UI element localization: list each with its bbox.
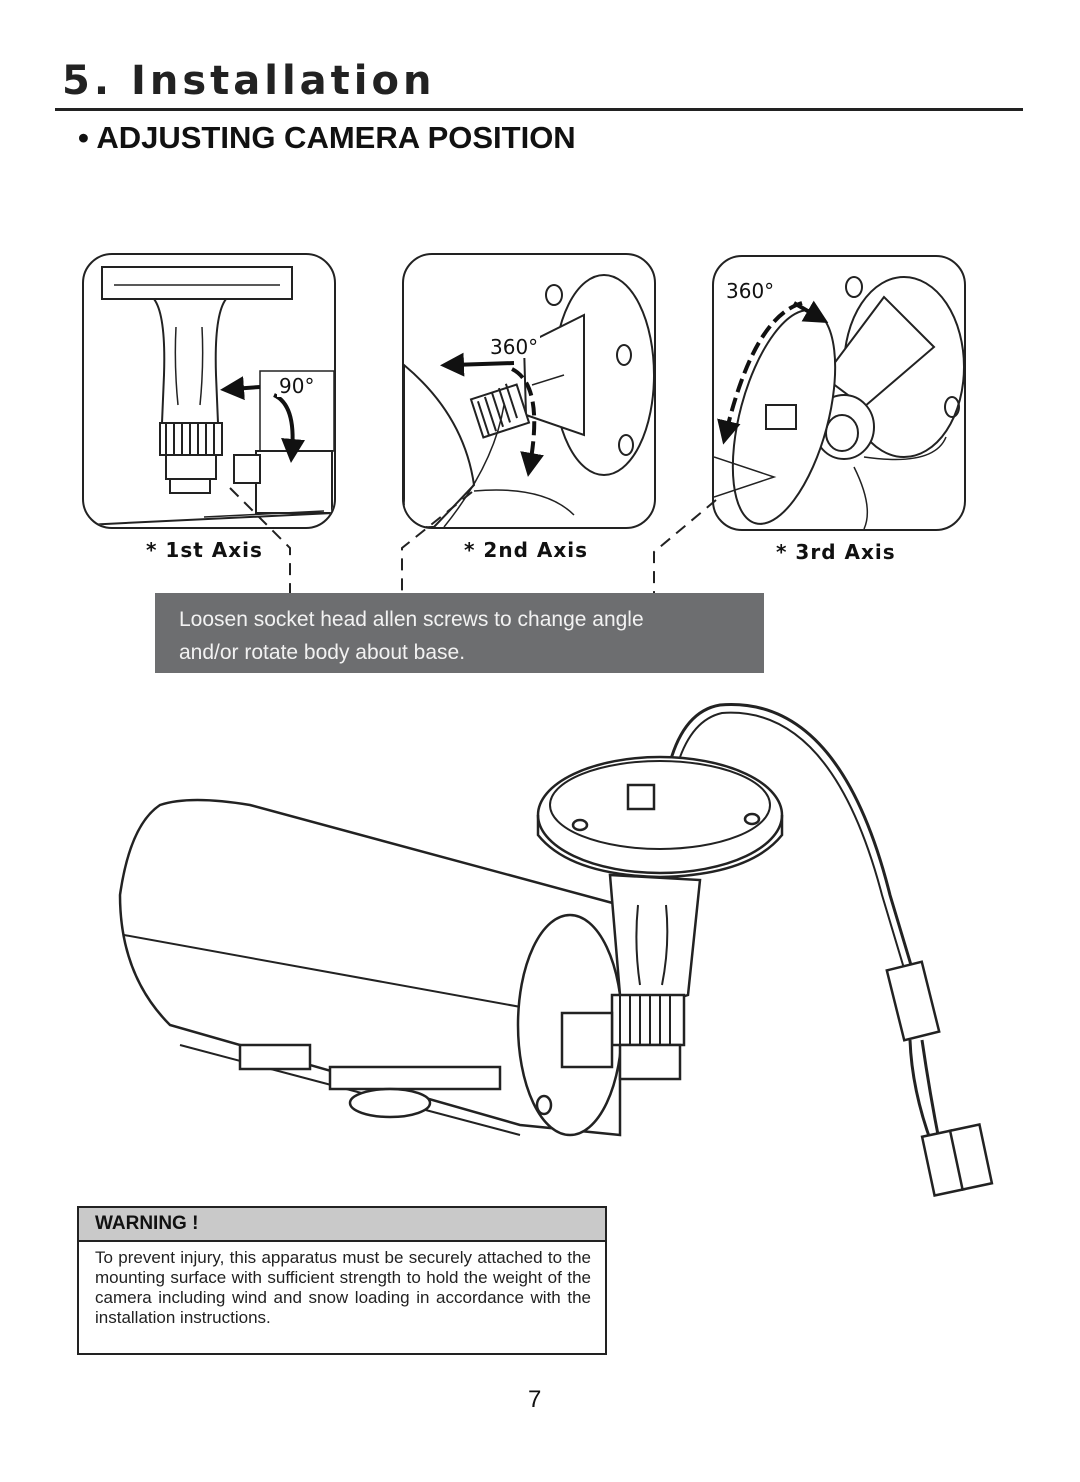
axis-2-label: * 2nd Axis	[464, 538, 588, 562]
axis-2-angle: 360°	[488, 335, 541, 359]
instruction-box: Loosen socket head allen screws to chang…	[155, 593, 764, 673]
axis-2-camera-drawing	[404, 274, 654, 527]
instruction-line-2: and/or rotate body about base.	[179, 641, 466, 664]
warning-box: WARNING ! To prevent injury, this appara…	[77, 1206, 607, 1355]
instruction-line-1: Loosen socket head allen screws to chang…	[179, 608, 644, 631]
page-number: 7	[528, 1386, 542, 1413]
axis-1-label: * 1st Axis	[146, 538, 263, 562]
axis-3-camera-drawing	[714, 276, 964, 529]
axis-3-label: * 3rd Axis	[776, 540, 896, 564]
bullet-camera-illustration	[118, 703, 994, 1197]
warning-title: WARNING !	[79, 1208, 605, 1242]
warning-text: To prevent injury, this apparatus must b…	[95, 1248, 591, 1327]
title-rule	[55, 108, 1023, 111]
axis-3-angle: 360°	[724, 279, 777, 303]
subheading: • ADJUSTING CAMERA POSITION	[78, 120, 576, 155]
section-title: 5. Installation	[62, 58, 436, 104]
axis-1-camera-drawing	[84, 266, 334, 526]
axis-1-angle: 90°	[277, 374, 317, 398]
axis-2-illustration	[402, 253, 656, 529]
